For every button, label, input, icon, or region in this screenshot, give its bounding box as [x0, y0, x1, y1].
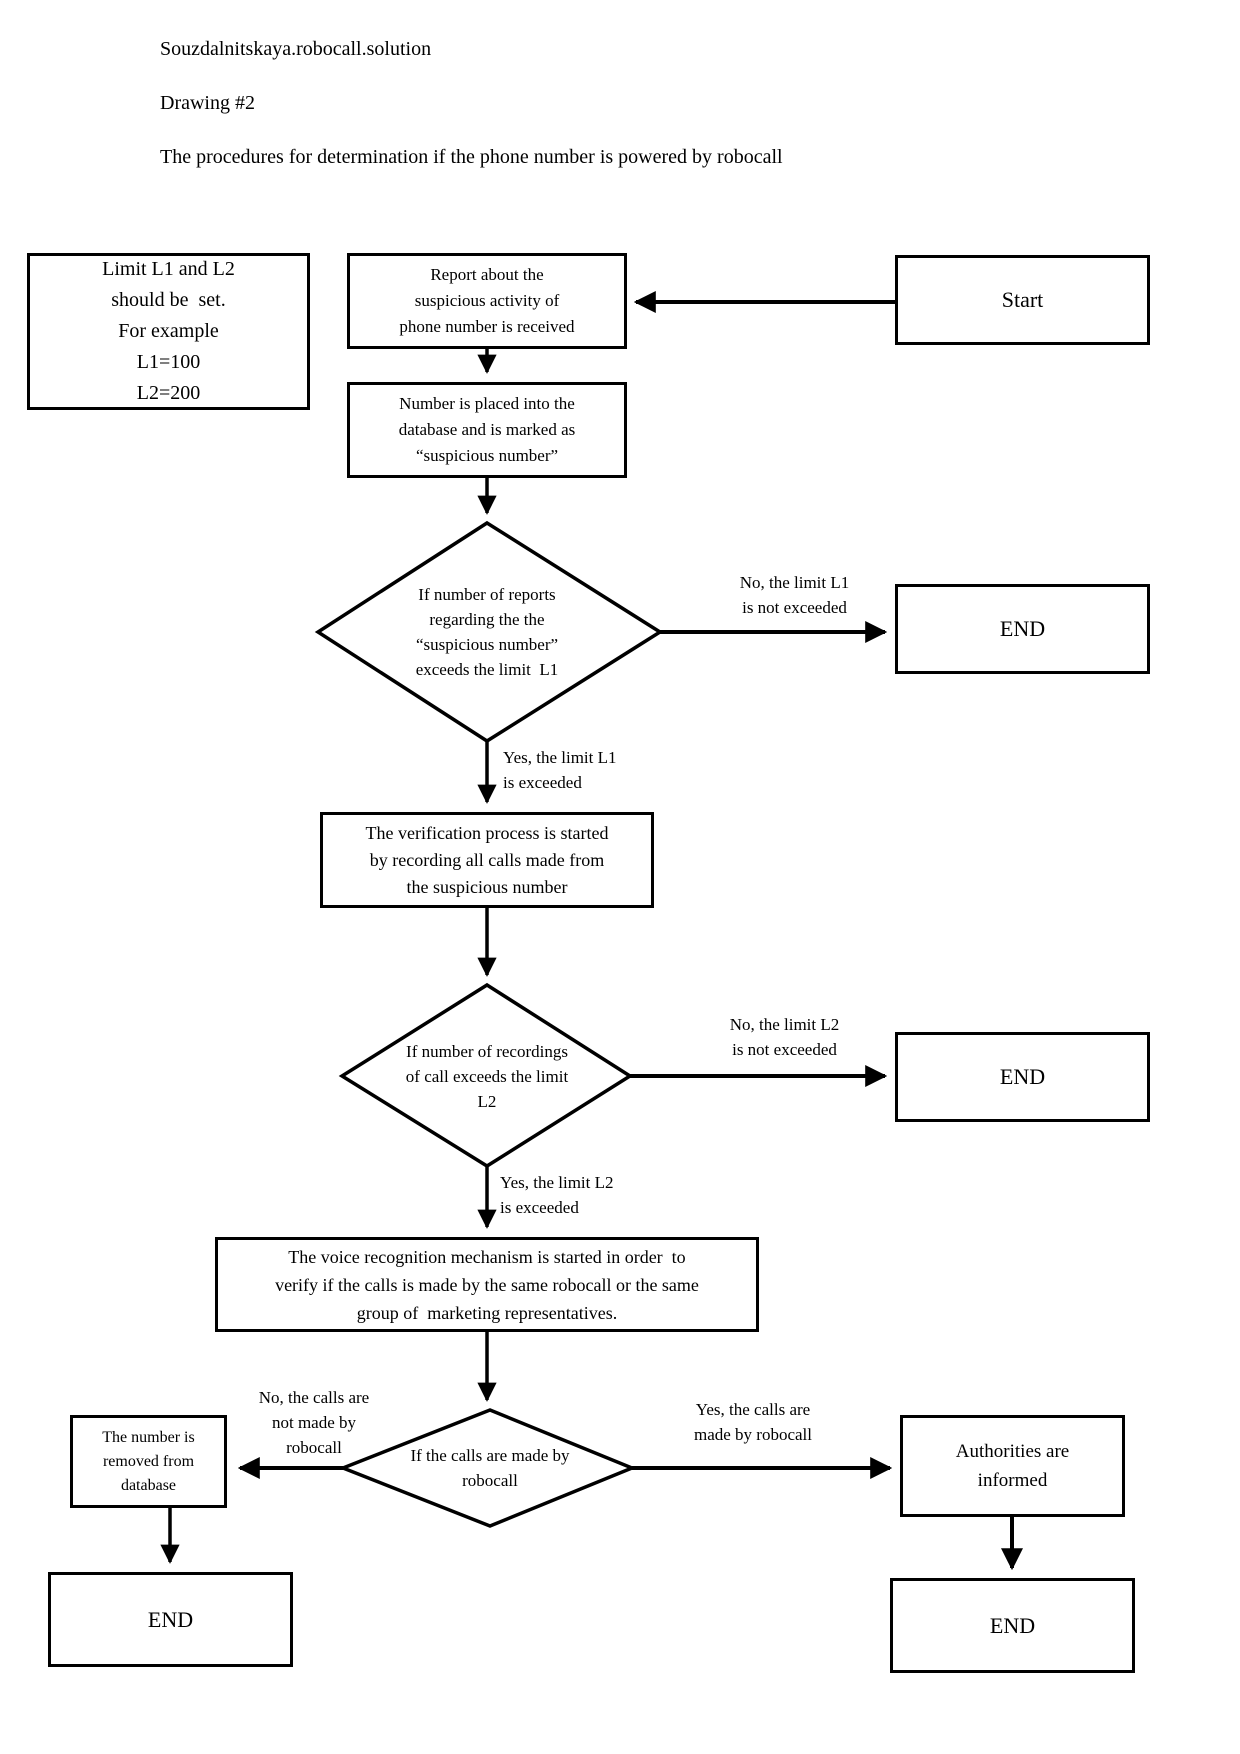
end-no-robocall-box: END: [48, 1572, 293, 1667]
number-placed-box: Number is placed into the database and i…: [347, 382, 627, 478]
drawing-caption: The procedures for determination if the …: [160, 146, 783, 168]
document-title: Souzdalnitskaya.robocall.solution: [160, 38, 432, 60]
authorities-informed-box: Authorities are informed: [900, 1415, 1125, 1517]
start-box: Start: [895, 255, 1150, 345]
decision-l1-text: If number of reports regarding the the “…: [415, 585, 559, 679]
number-removed-box: The number is removed from database: [70, 1415, 227, 1508]
decision-diamond-robocall: [338, 1408, 637, 1528]
report-received-box: Report about the suspicious activity of …: [347, 253, 627, 349]
note-limits-box: Limit L1 and L2 should be set. For examp…: [27, 253, 310, 410]
label-yes-robocall: Yes, the calls are made by robocall: [693, 1400, 812, 1444]
voice-recognition-box: The voice recognition mechanism is start…: [215, 1237, 759, 1332]
label-no-limit-l1: No, the limit L1 is not exceeded: [739, 573, 850, 617]
label-no-robocall: No, the calls are not made by robocall: [258, 1388, 370, 1457]
drawing-number: Drawing #2: [160, 92, 255, 114]
verification-box: The verification process is started by r…: [320, 812, 654, 908]
end-l2-box: END: [895, 1032, 1150, 1122]
label-yes-limit-l2: Yes, the limit L2 is exceeded: [500, 1173, 614, 1217]
label-no-limit-l2: No, the limit L2 is not exceeded: [729, 1015, 840, 1059]
decision-robocall-text: If the calls are made by robocall: [410, 1446, 570, 1490]
decision-l2-text: If number of recordings of call exceeds …: [405, 1041, 569, 1111]
end-l1-box: END: [895, 584, 1150, 674]
label-yes-limit-l1: Yes, the limit L1 is exceeded: [503, 748, 617, 792]
end-robocall-box: END: [890, 1578, 1135, 1673]
